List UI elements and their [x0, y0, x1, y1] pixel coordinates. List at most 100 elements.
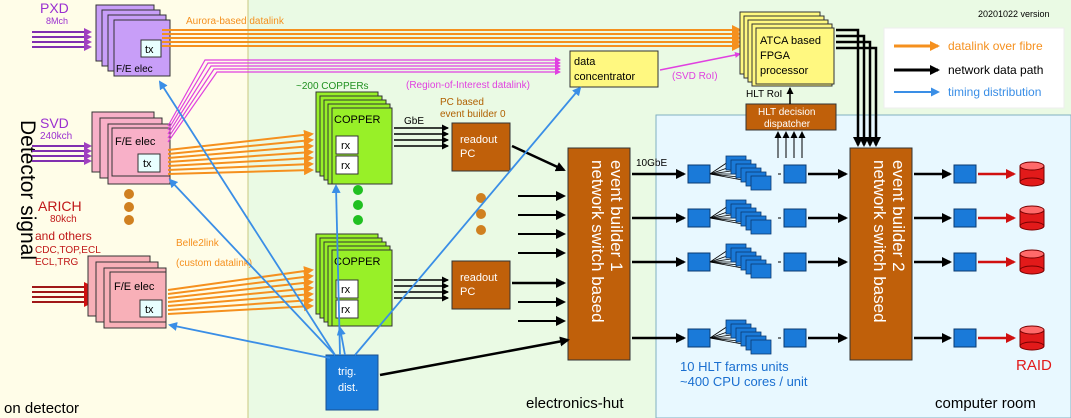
svd-fe-stack: F/E elec tx — [91, 111, 171, 185]
fanout-line — [709, 205, 729, 219]
aurora-datalinks — [162, 25, 742, 51]
eb1-line2: event builder 1 — [607, 160, 626, 272]
svd-channels: 240kch — [40, 131, 72, 142]
copper-to-readout-upper — [394, 124, 449, 150]
dot — [124, 215, 134, 225]
trig-line2: dist. — [338, 382, 358, 394]
storage-node — [953, 328, 977, 348]
raid-bottom — [1019, 265, 1045, 275]
hlt-output-node — [783, 328, 807, 348]
raid-icon — [1019, 161, 1045, 171]
others-detectors-1: CDC,TOP,ECL — [35, 245, 101, 256]
copper-to-readout-lower — [394, 276, 449, 302]
hlt-input-node — [687, 252, 711, 272]
hlt-input-node — [687, 208, 711, 228]
data-conc-line1: data — [574, 56, 596, 68]
hlt-dispatcher-line2: dispatcher — [764, 119, 811, 130]
pxd-channels: 8Mch — [46, 16, 68, 26]
svd-input-arrows — [32, 142, 92, 165]
label-computer-room: computer room — [935, 395, 1036, 412]
svd-belle2links — [167, 129, 314, 176]
hlt-output-node — [783, 208, 807, 228]
fanout-line — [709, 249, 729, 263]
others-fe-stack: F/E elec tx — [87, 255, 167, 329]
hlt-farm-line1: 10 HLT farms units — [680, 359, 789, 374]
hlt-worker-node — [750, 175, 772, 191]
hlt-dispatcher-box — [745, 103, 837, 131]
others-input-arrows — [32, 282, 94, 307]
dot — [353, 185, 363, 195]
pc-eb-line2: event builder 0 — [440, 109, 506, 120]
dot — [353, 215, 363, 225]
data-conc-line2: concentrator — [574, 71, 635, 83]
hlt-worker-node — [750, 339, 772, 355]
dot — [124, 189, 134, 199]
pxd-input-arrows — [32, 28, 92, 51]
storage-node — [953, 252, 977, 272]
atca-to-eb2-links — [836, 28, 881, 147]
copper-stack-upper: COPPER rx rx — [315, 91, 393, 185]
atca-stack: ATCA based FPGA processor — [739, 11, 835, 87]
copper-label-upper: COPPER — [334, 114, 381, 126]
hlt-output-node — [783, 164, 807, 184]
raid-bottom — [1019, 177, 1045, 187]
event-builder-2 — [849, 147, 913, 361]
fanout-line — [709, 161, 729, 175]
storage-node — [953, 164, 977, 184]
arich-channels: 80kch — [50, 214, 77, 225]
raid-icon — [1019, 325, 1045, 335]
pxd-tx: tx — [145, 44, 154, 56]
readout-pc-upper — [451, 122, 511, 172]
legend-timing: timing distribution — [948, 85, 1041, 99]
pc-eb-line1: PC based — [440, 97, 484, 108]
svd-tx: tx — [143, 158, 152, 170]
others-detectors-2: ECL,TRG — [35, 257, 79, 268]
eb2-line1: network switch based — [870, 160, 889, 323]
roi-label: (Region-of-Interest datalink) — [406, 80, 530, 91]
pxd-fe-stack: tx F/E elec — [95, 4, 171, 77]
trig-dist-box — [325, 354, 379, 411]
copper-rx-2: rx — [341, 160, 351, 172]
legend-datalink: datalink over fibre — [948, 39, 1043, 53]
others-belle2links — [167, 266, 314, 315]
hlt-input-node — [687, 328, 711, 348]
readout-upper-line1: readout — [460, 134, 497, 146]
copper-rx-3: rx — [341, 284, 351, 296]
dot — [124, 202, 134, 212]
hlt-roi-label: HLT RoI — [746, 89, 782, 100]
hlt-worker-node — [750, 263, 772, 279]
svd-roi-link — [659, 52, 741, 71]
others-label: and others — [35, 229, 92, 243]
copper-label-lower: COPPER — [334, 256, 381, 268]
atca-line1: ATCA based — [760, 35, 821, 47]
gbe-label: GbE — [404, 116, 424, 127]
raid-bottom — [1019, 341, 1045, 351]
raid-icon — [1019, 205, 1045, 215]
belle2link-sub-label: (custom datalink) — [176, 258, 252, 269]
fanout-line — [709, 325, 729, 339]
arich-name: ARICH — [38, 198, 82, 214]
others-tx: tx — [145, 304, 154, 316]
eb1-inputs — [518, 191, 566, 326]
label-on-detector: on detector — [4, 400, 79, 417]
data-concentrator-box — [569, 50, 659, 88]
readout-lower-line2: PC — [460, 286, 475, 298]
event-builder-1 — [567, 147, 631, 361]
hlt-dispatcher-line1: HLT decision — [758, 107, 815, 118]
readout-upper-line2: PC — [460, 148, 475, 160]
raid-label: RAID — [1016, 357, 1052, 374]
pxd-fe-label: F/E elec — [116, 64, 153, 75]
readout-pc-lower — [451, 260, 511, 310]
aurora-label: Aurora-based datalink — [186, 16, 285, 27]
dispatcher-inputs — [774, 131, 806, 158]
hlt-input-node — [687, 164, 711, 184]
svd-name: SVD — [40, 115, 69, 131]
tengbe-label: 10GbE — [636, 158, 667, 169]
hlt-farm-rows — [632, 155, 1045, 355]
others-fe-label: F/E elec — [114, 281, 155, 293]
copper-count: ~200 COPPERs — [296, 81, 369, 92]
atca-line2: FPGA — [760, 50, 791, 62]
copper-rx-1: rx — [341, 140, 351, 152]
